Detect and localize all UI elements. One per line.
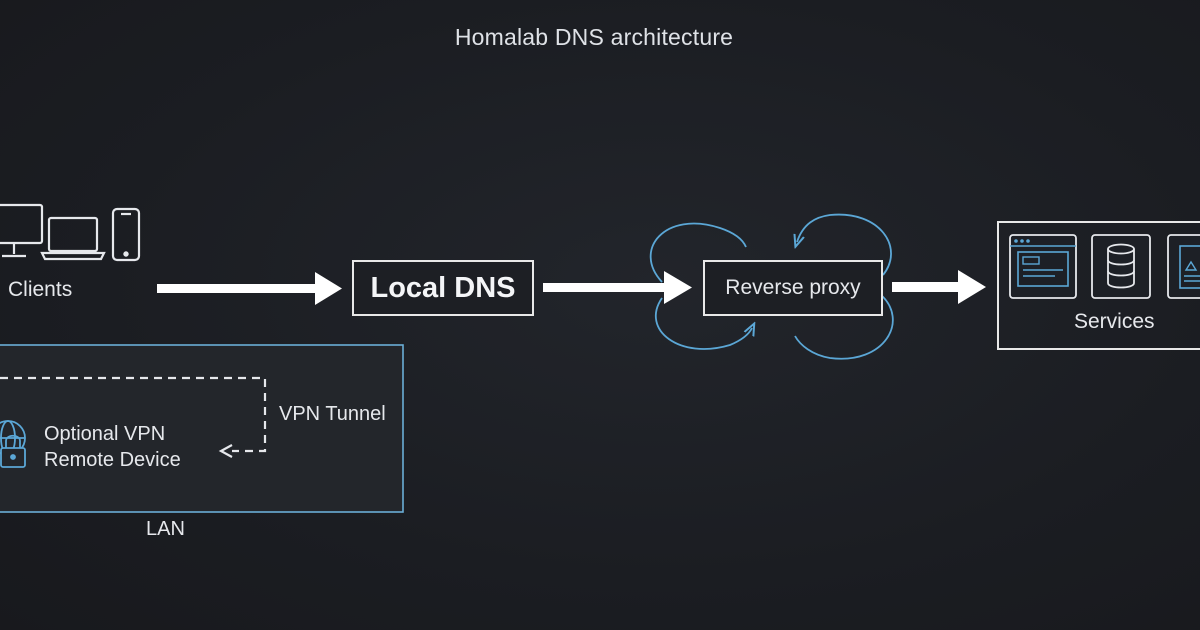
arrow-dns-to-proxy <box>543 271 692 304</box>
lock-globe-icon <box>0 420 26 468</box>
image-file-icon <box>1167 234 1200 299</box>
database-icon <box>1091 234 1151 299</box>
arrow-clients-to-dns <box>157 272 342 305</box>
clients-label: Clients <box>8 278 73 301</box>
local-dns-box <box>352 260 534 316</box>
reverse-proxy-label: Reverse proxy <box>725 276 861 299</box>
remote-device-label-line1: Optional VPN <box>44 423 166 445</box>
reverse-proxy-cycle-icon <box>649 213 894 360</box>
diagram-title: Homalab DNS architecture <box>454 24 734 50</box>
local-dns-label: Local DNS <box>370 271 516 304</box>
vpn-tunnel-path <box>0 376 267 458</box>
services-box <box>997 221 1200 350</box>
remote-device-label-line2: Remote Device <box>44 449 181 471</box>
lan-label: LAN <box>146 518 185 540</box>
laptop-icon <box>40 216 106 261</box>
arrow-proxy-to-services <box>892 270 986 304</box>
phone-icon <box>111 207 141 262</box>
desktop-icon <box>0 203 44 258</box>
browser-window-icon <box>1009 234 1077 299</box>
reverse-proxy-box <box>703 260 883 316</box>
vpn-tunnel-label: VPN Tunnel <box>279 403 386 425</box>
services-label: Services <box>1074 310 1155 333</box>
lan-region <box>0 344 404 513</box>
